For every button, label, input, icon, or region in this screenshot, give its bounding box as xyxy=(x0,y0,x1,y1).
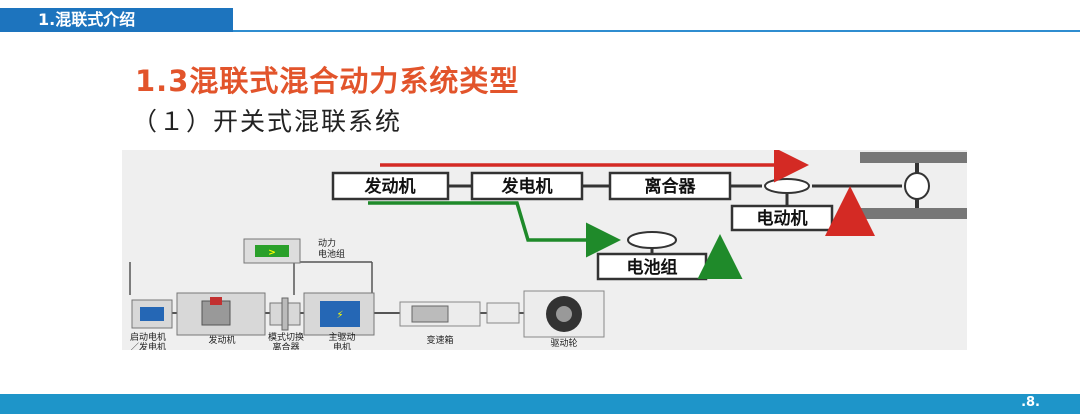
page-number: .8. xyxy=(1021,395,1040,410)
slide-title: 1.3混联式混合动力系统类型 xyxy=(135,64,520,98)
diagram-area: 发动机 发电机 离合器 电动机 电池组 > 动力 电池组 ⚡ 启动电机 ／发电机… xyxy=(122,147,967,353)
starter-label-2: ／发电机 xyxy=(130,341,166,350)
generator-box-label: 发电机 xyxy=(501,176,553,197)
mode-switch-label-1: 模式切换 xyxy=(268,331,304,343)
starter-label-1: 启动电机 xyxy=(130,331,166,343)
engine-unit-label: 发动机 xyxy=(208,334,235,346)
main-motor-bolt-icon: ⚡ xyxy=(336,310,343,321)
motor-box-label: 电动机 xyxy=(757,208,808,229)
power-battery-label-2: 电池组 xyxy=(318,248,345,260)
battery-bolt-icon: > xyxy=(268,248,276,258)
clutch-plate-icon xyxy=(281,297,289,331)
battery-box-label: 电池组 xyxy=(627,257,678,278)
battery-indicator-icon xyxy=(255,245,289,257)
battery-box xyxy=(596,252,708,281)
main-motor-icon xyxy=(320,301,360,327)
upper-wheel xyxy=(860,152,967,163)
engine-box xyxy=(331,171,450,201)
hybrid-diagram: 发动机 发电机 离合器 电动机 电池组 > 动力 电池组 ⚡ 启动电机 ／发电机… xyxy=(129,147,967,353)
section-tab: 1.混联式介绍 xyxy=(0,8,233,32)
header-divider xyxy=(233,30,1080,32)
header-bar: 1.混联式介绍 xyxy=(0,0,1080,42)
power-battery-label-1: 动力 xyxy=(318,237,336,249)
drive-wheel-label: 驱动轮 xyxy=(550,337,577,349)
wheel-hub-icon xyxy=(556,306,572,322)
motor-box xyxy=(730,204,834,232)
main-motor-label-1: 主驱动 xyxy=(328,331,355,343)
starter-motor-icon xyxy=(140,307,164,321)
engine-piston-icon xyxy=(210,297,222,305)
gearbox-icon xyxy=(411,305,449,323)
mode-switch-label-2: 离合器 xyxy=(272,341,299,350)
generator-box xyxy=(470,171,584,201)
engine-box-label: 发动机 xyxy=(364,176,416,197)
drive-coupler xyxy=(486,302,520,324)
battery-coupler xyxy=(627,231,677,249)
differential-gear xyxy=(904,172,930,200)
clutch-box-label: 离合器 xyxy=(645,176,697,197)
charging-arrow xyxy=(368,201,621,258)
slide-subtitle: （１）开关式混联系统 xyxy=(132,107,403,136)
footer-bar: .8. xyxy=(0,394,1080,414)
clutch-box xyxy=(608,171,732,201)
motor-coupler xyxy=(764,178,810,194)
main-motor-label-2: 电机 xyxy=(333,341,351,350)
gearbox-label: 变速箱 xyxy=(426,334,453,346)
lower-wheel xyxy=(860,208,967,219)
